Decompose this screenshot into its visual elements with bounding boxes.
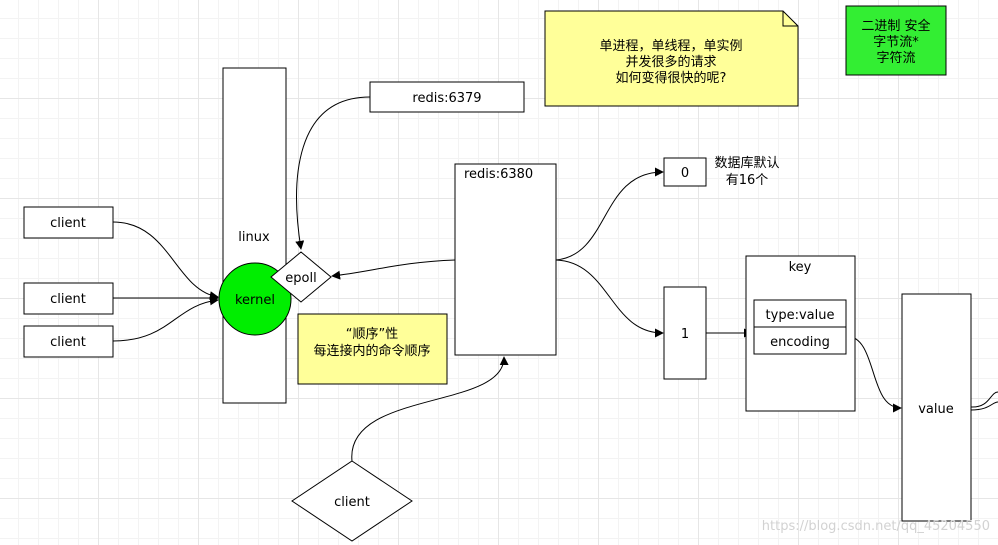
client-diamond-label: client — [334, 495, 370, 510]
note-top-fold — [782, 11, 798, 27]
client-label-2: client — [50, 292, 86, 307]
note-green-line3: 字符流 — [876, 50, 915, 66]
epoll-node[interactable]: epoll — [270, 251, 332, 303]
value-label: value — [918, 402, 954, 417]
client-diamond — [291, 460, 413, 542]
client-label-3: client — [50, 335, 86, 350]
linux-label: linux — [238, 230, 270, 245]
redis6379-box[interactable]: redis:6379 — [369, 81, 525, 113]
db1-label: 1 — [681, 327, 689, 342]
client-box-3[interactable]: client — [23, 325, 114, 358]
edge-value-offscreen — [970, 391, 998, 408]
key-field-type-value[interactable] — [753, 299, 847, 328]
note-green-shape — [845, 5, 947, 76]
edge-redis6380-db0 — [555, 167, 664, 261]
client-box-1[interactable]: client — [23, 206, 114, 239]
key-box[interactable]: key type:value encoding — [745, 255, 856, 412]
note-top: 单进程，单线程，单实例 并发很多的请求 如何变得很快的呢? — [544, 10, 799, 107]
key-field-encoding-label: encoding — [770, 335, 830, 350]
edge-redis6379-epoll — [295, 96, 371, 250]
redis6380-box[interactable]: redis:6380 — [454, 163, 557, 356]
note-order: “顺序”性 每连接内的命令顺序 — [297, 313, 448, 385]
db0-label: 0 — [681, 166, 689, 181]
db0-box[interactable]: 0 — [663, 157, 707, 187]
kernel-circle — [218, 262, 292, 336]
db-note: 数据库默认 有16个 — [714, 155, 779, 188]
key-field-type-value-label: type:value — [766, 308, 835, 323]
db1-box[interactable]: 1 — [663, 286, 707, 380]
note-order-line1: “顺序”性 — [346, 327, 398, 342]
client-diamond-node[interactable]: client — [291, 460, 413, 542]
key-field-encoding[interactable] — [753, 326, 847, 355]
note-order-shape — [297, 313, 448, 385]
edge-redis6380-epoll — [331, 259, 456, 280]
key-title: key — [789, 260, 812, 275]
epoll-label: epoll — [285, 271, 316, 286]
db-note-line2: 有16个 — [726, 173, 769, 188]
note-top-line1: 单进程，单线程，单实例 — [599, 39, 742, 54]
kernel-node[interactable]: kernel — [218, 262, 292, 336]
note-order-line2: 每连接内的命令顺序 — [313, 343, 430, 359]
note-green: 二进制 安全 字节流* 字符流 — [845, 5, 947, 76]
redis6380-label: redis:6380 — [464, 167, 533, 182]
note-green-line2: 字节流* — [873, 35, 919, 50]
edge-client-redis6380 — [351, 356, 509, 462]
linux-box[interactable]: linux — [222, 67, 287, 404]
watermark-text: https://blog.csdn.net/qq_45204550 — [762, 519, 990, 534]
edge-value-offscreen-2 — [970, 401, 998, 411]
client-box-2[interactable]: client — [23, 282, 114, 315]
db-note-line1: 数据库默认 — [714, 155, 779, 171]
note-green-line1: 二进制 安全 — [861, 18, 930, 34]
note-top-shape — [544, 10, 799, 107]
value-box[interactable]: value — [901, 293, 972, 522]
edge-redis6380-db1 — [555, 259, 664, 338]
redis6379-label: redis:6379 — [412, 91, 481, 106]
note-top-line3: 如何变得很快的呢? — [616, 70, 727, 86]
edge-client1-kernel — [112, 221, 219, 301]
kernel-label: kernel — [235, 293, 275, 308]
client-label-1: client — [50, 216, 86, 231]
edge-client3-kernel — [112, 296, 219, 342]
epoll-diamond — [270, 251, 332, 303]
note-top-line2: 并发很多的请求 — [625, 54, 716, 70]
